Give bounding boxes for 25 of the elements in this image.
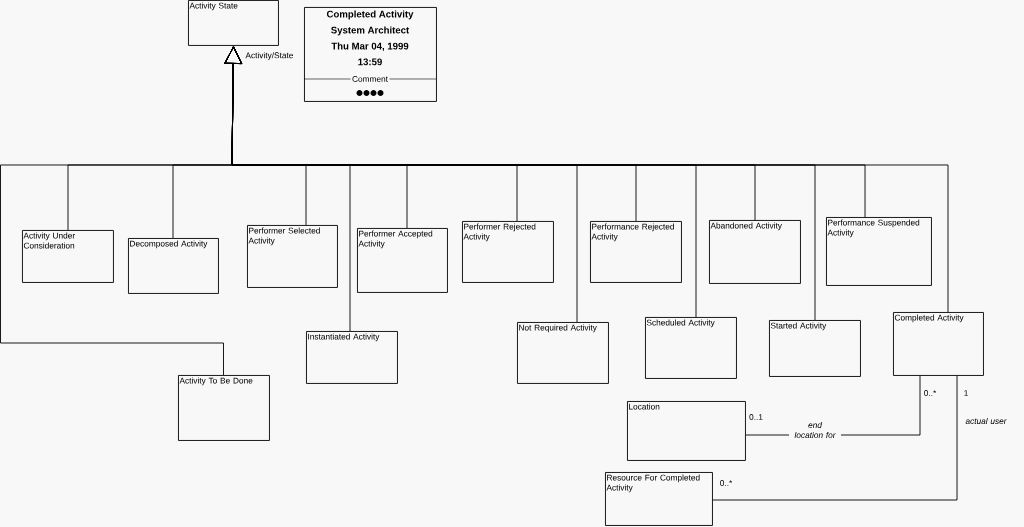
class-box: Completed Activity xyxy=(893,312,984,376)
class-box: Performance Rejected Activity xyxy=(590,221,682,283)
class-box: Resource For Completed Activity xyxy=(605,472,713,526)
class-box: Started Activity xyxy=(769,320,861,377)
class-box: Instantiated Activity xyxy=(306,331,398,384)
edge-label: actual user xyxy=(965,417,1007,425)
association-line xyxy=(712,375,958,501)
class-box: Activity Under Consideration xyxy=(22,230,114,283)
class-box: Location xyxy=(627,401,746,461)
discriminator-label: Activity/State xyxy=(245,52,294,60)
class-box: Activity State xyxy=(188,0,279,46)
class-box: Performer Selected Activity xyxy=(247,225,338,288)
class-box: Activity To Be Done xyxy=(178,375,270,441)
edge-label: end location for xyxy=(794,421,836,439)
class-box: Scheduled Activity xyxy=(645,317,737,379)
class-box: Performance Suspended Activity xyxy=(826,217,932,286)
multiplicity-label: 1 xyxy=(964,390,968,396)
class-box: Performer Rejected Activity xyxy=(462,221,554,283)
multiplicity-label: 0..* xyxy=(924,390,937,396)
class-box: Not Required Activity xyxy=(517,322,609,384)
comment-box: Completed Activity System Architect Thu Mar 04, 1999 13:59 Comment xyxy=(304,7,437,102)
multiplicity-label: 0..* xyxy=(720,480,733,486)
class-box: Performer Accepted Activity xyxy=(357,228,448,293)
class-box: Abandoned Activity xyxy=(709,220,801,284)
class-box: Decomposed Activity xyxy=(128,238,219,294)
